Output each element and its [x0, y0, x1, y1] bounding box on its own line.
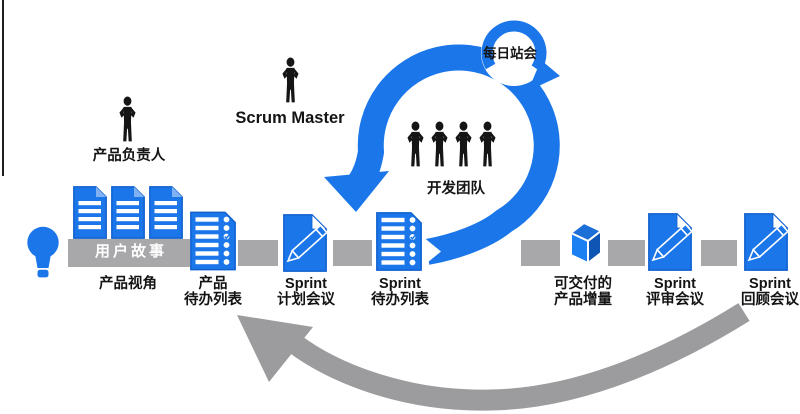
scrum-master-label: Scrum Master — [235, 109, 345, 127]
increment-cube-icon — [570, 222, 602, 264]
step-label-product-backlog: 产品待办列表 — [184, 276, 242, 308]
step-label-product-view: 产品视角 — [99, 276, 157, 292]
daily-standup-loop-icon — [481, 20, 560, 91]
scrum-master-person-icon — [282, 57, 299, 103]
sprint-planning-icon — [283, 214, 328, 272]
lightbulb-icon — [27, 226, 59, 278]
sprint-backlog-icon — [376, 212, 422, 271]
left-edge-line — [2, 0, 4, 176]
daily-standup-label: 每日站会 — [483, 46, 537, 61]
dev-team-label: 开发团队 — [427, 181, 485, 197]
user-stories-label: 用户故事 — [94, 243, 168, 260]
user-stories-bar — [68, 239, 190, 267]
product-owner-person-icon — [119, 96, 136, 142]
user-story-documents-icon — [73, 186, 183, 239]
sprint-retro-icon — [744, 213, 789, 271]
feedback-arrow-icon — [237, 303, 750, 411]
product-backlog-icon — [190, 211, 236, 271]
step-label-increment: 可交付的产品增量 — [554, 276, 612, 308]
gray-connectors — [68, 239, 737, 267]
sprint-review-icon — [648, 213, 693, 271]
product-owner-label: 产品负责人 — [92, 148, 166, 164]
dev-team-people-icon — [407, 121, 496, 167]
